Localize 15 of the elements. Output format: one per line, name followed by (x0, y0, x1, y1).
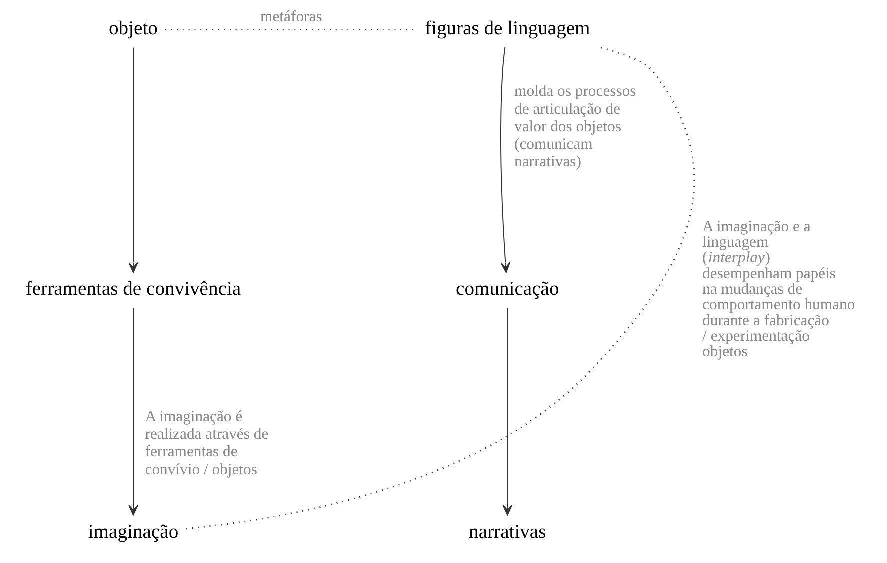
node-text: figuras de linguagem (425, 18, 590, 40)
node-text: comunicação (456, 279, 560, 300)
edge-label: A imaginação e a linguagem (interplay) desempenham papéis na mudanças de comportamento humano durante a fabricação / experimentação objetos (702, 218, 856, 361)
node-text: imaginação (88, 522, 179, 544)
edge-label: molda os processos de articulação de valor dos objetos (comunicam narrativas) (514, 83, 636, 171)
arrow (500, 47, 511, 274)
arrow (128, 47, 138, 274)
node-text: narrativas (469, 522, 546, 544)
arrow (502, 308, 513, 516)
arrow (128, 308, 138, 516)
node-text: objeto (109, 18, 158, 40)
node-text: ferramentas de convivência (26, 279, 242, 300)
edge-label: metáforas (260, 8, 322, 26)
edge-label: A imaginação é realizada através de ferramentas de convívio / objetos (145, 408, 269, 478)
connector (186, 46, 696, 530)
